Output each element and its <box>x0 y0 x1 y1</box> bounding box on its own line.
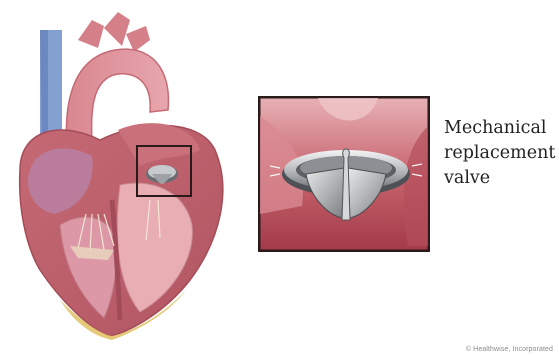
caption-line-3: valve <box>444 166 559 191</box>
aortic-branches <box>78 20 104 48</box>
left-ventricle <box>117 183 192 312</box>
copyright-credit: © Healthwise, Incorporated <box>466 346 553 353</box>
caption-line-1: Mechanical <box>444 116 559 141</box>
caption-line-2: replacement <box>444 141 559 166</box>
valve-caption: Mechanical replacement valve <box>444 116 559 191</box>
valve-inset <box>258 96 430 252</box>
heart-illustration <box>0 0 250 350</box>
